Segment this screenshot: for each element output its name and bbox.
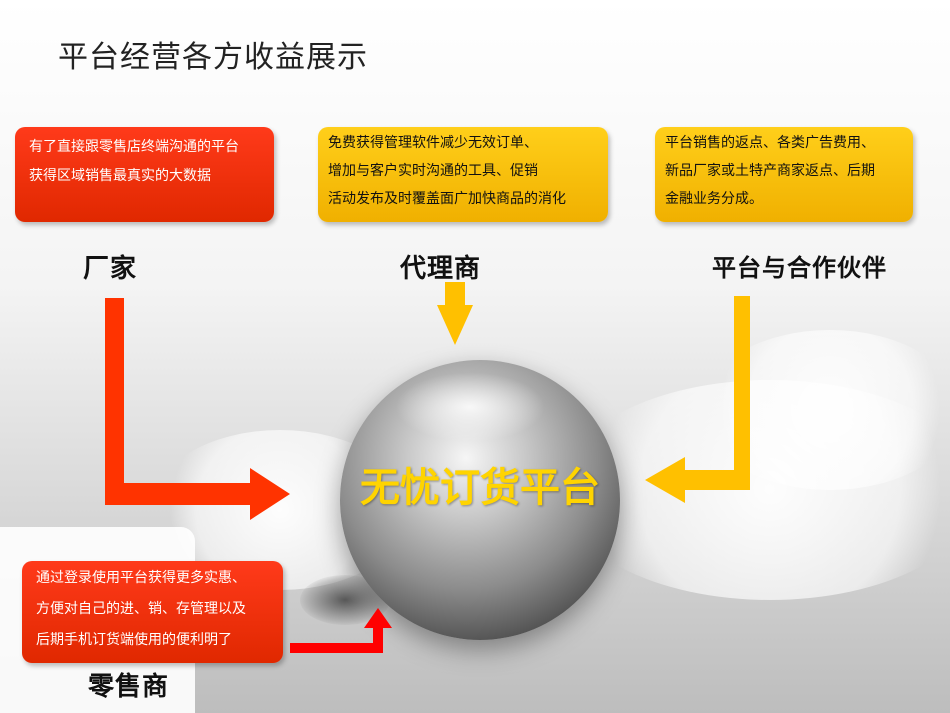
- partner-label: 平台与合作伙伴: [712, 254, 887, 282]
- retailer-arrow: [290, 608, 392, 653]
- benefit-line: 金融业务分成。: [665, 191, 763, 207]
- manufacturer-benefit-box: 有了直接跟零售店终端沟通的平台 获得区域销售最真实的大数据: [15, 127, 274, 222]
- retailer-benefit-box: 通过登录使用平台获得更多实惠、 方便对自己的进、销、存管理以及 后期手机订货端使…: [22, 561, 283, 663]
- benefit-line: 获得区域销售最真实的大数据: [29, 168, 211, 184]
- page-title: 平台经营各方收益展示: [58, 40, 368, 75]
- center-platform-label: 无忧订货平台: [360, 465, 600, 511]
- benefit-line: 增加与客户实时沟通的工具、促销: [328, 163, 538, 179]
- agent-arrow: [437, 282, 473, 345]
- retailer-label: 零售商: [88, 672, 170, 702]
- benefit-line: 免费获得管理软件减少无效订单、: [328, 135, 538, 151]
- benefit-line: 方便对自己的进、销、存管理以及: [36, 601, 246, 617]
- benefit-line: 有了直接跟零售店终端沟通的平台: [29, 139, 239, 155]
- sphere-highlight: [395, 372, 545, 442]
- manufacturer-label: 厂家: [83, 254, 138, 284]
- benefit-line: 新品厂家或土特产商家返点、后期: [665, 163, 875, 179]
- partner-benefit-box: 平台销售的返点、各类广告费用、 新品厂家或土特产商家返点、后期 金融业务分成。: [655, 127, 913, 222]
- partner-arrow: [645, 296, 750, 503]
- agent-benefit-box: 免费获得管理软件减少无效订单、 增加与客户实时沟通的工具、促销 活动发布及时覆盖…: [318, 127, 608, 222]
- benefit-line: 活动发布及时覆盖面广加快商品的消化: [328, 191, 566, 207]
- benefit-line: 平台销售的返点、各类广告费用、: [665, 135, 875, 151]
- manufacturer-arrow: [105, 298, 290, 520]
- agent-label: 代理商: [400, 254, 482, 284]
- benefit-line: 后期手机订货端使用的便利明了: [36, 632, 232, 648]
- benefit-line: 通过登录使用平台获得更多实惠、: [36, 570, 246, 586]
